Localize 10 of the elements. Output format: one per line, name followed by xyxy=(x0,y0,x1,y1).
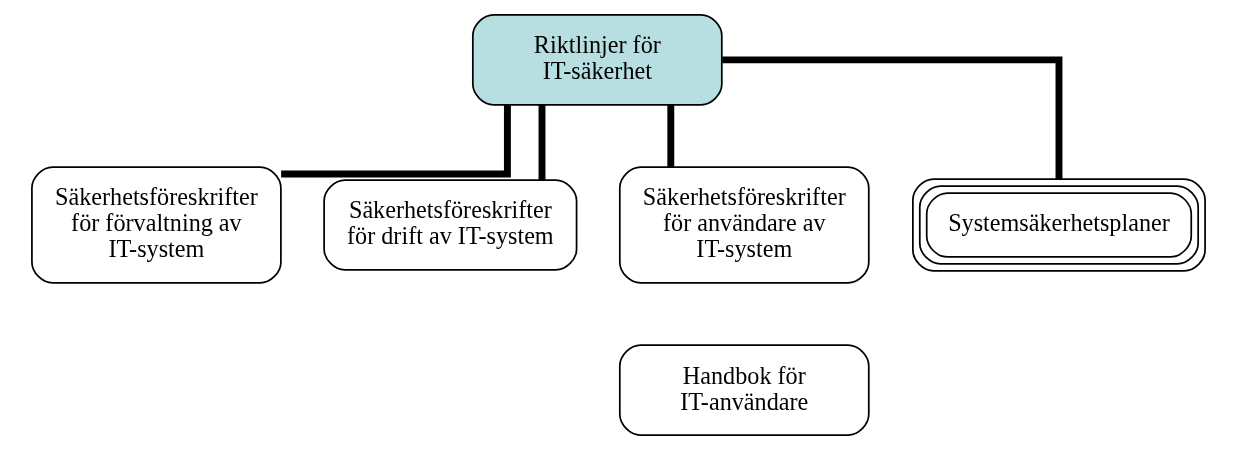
node-box: Säkerhetsföreskrifter för drift av IT-system xyxy=(323,179,578,271)
connector xyxy=(281,104,511,178)
node-box: Systemsäkerhetsplaner xyxy=(912,178,1206,272)
node-box: Säkerhetsföreskrifter för förvaltning av IT-system xyxy=(31,166,282,284)
node-box: Handbok för IT-användare xyxy=(618,344,870,436)
node-box: Säkerhetsföreskrifter för användare av IT-system xyxy=(618,166,870,284)
connector xyxy=(667,105,675,167)
connector xyxy=(722,56,1063,179)
node-box: Riktlinjer för IT-säkerhet xyxy=(471,14,723,106)
connector xyxy=(538,105,546,180)
